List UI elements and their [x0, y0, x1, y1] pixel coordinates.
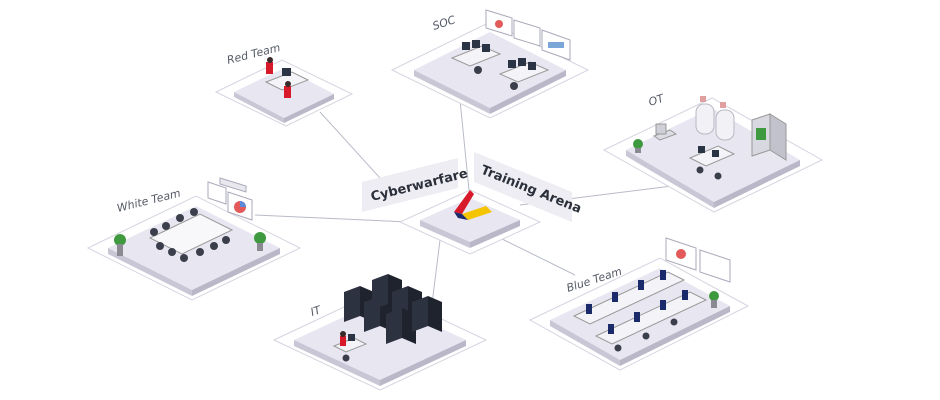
zone-white-team: White Team [86, 177, 302, 301]
plant-icon [254, 232, 266, 251]
zone-blue-team: Blue Team [528, 237, 750, 371]
soc-wall-screens [485, 9, 571, 61]
it-workstation [332, 331, 368, 362]
zone-label-soc: SOC [431, 13, 458, 33]
zone-ot: OT [602, 91, 824, 213]
zone-it: IT [272, 274, 488, 391]
plant-icon [633, 139, 643, 153]
zone-label-ot: OT [647, 91, 667, 109]
zone-soc: SOC [390, 9, 590, 119]
conference-table [148, 208, 234, 262]
blue-team-desk-row-2 [594, 290, 708, 352]
zone-label-red-team: Red Team [226, 41, 282, 67]
link-hub-white-team [254, 214, 411, 223]
link-hub-soc [459, 99, 471, 201]
plant-icon [114, 234, 126, 256]
link-hub-blue-team [499, 237, 576, 276]
soc-desk-2 [498, 58, 550, 90]
white-team-wall-screens [207, 177, 253, 221]
hub-platform [398, 189, 542, 255]
server-racks [344, 274, 442, 344]
red-team-workstation [264, 57, 310, 98]
soc-desk-1 [450, 40, 502, 74]
ot-plc-unit [652, 123, 678, 141]
red-team-operator [266, 62, 273, 74]
ot-control-cabinets [751, 113, 787, 161]
blue-team-desk-row-1 [572, 270, 686, 325]
blue-team-wall-screens [665, 237, 731, 283]
ot-storage-tanks [695, 96, 735, 141]
zone-red-team: Red Team [214, 41, 354, 127]
zone-label-it: IT [309, 303, 324, 319]
ot-desk [688, 145, 736, 180]
plant-icon [709, 291, 719, 308]
cyber-range-logo [454, 190, 492, 220]
